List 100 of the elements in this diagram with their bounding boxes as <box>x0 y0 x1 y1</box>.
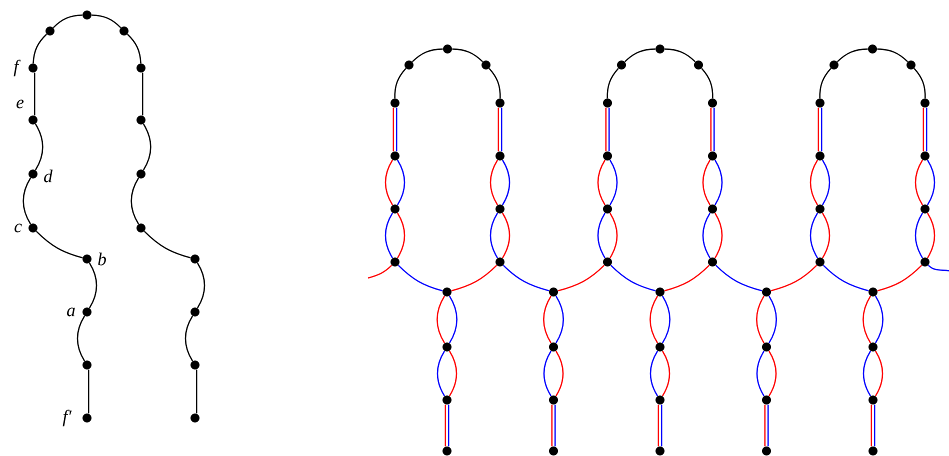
dot <box>816 258 824 266</box>
dot <box>190 308 200 316</box>
curve <box>624 48 656 62</box>
curve <box>451 264 498 292</box>
curve <box>597 212 606 258</box>
dot <box>708 258 717 266</box>
dot <box>920 258 930 266</box>
curve <box>818 108 820 152</box>
point-label: c <box>14 224 22 232</box>
curve <box>144 230 191 258</box>
dot <box>868 396 878 404</box>
curve <box>34 72 36 116</box>
dot <box>920 204 930 214</box>
curve <box>770 264 818 292</box>
point-label: d <box>44 170 53 182</box>
dot <box>190 360 200 370</box>
dot <box>830 60 838 70</box>
curve <box>488 68 501 98</box>
curve <box>768 296 777 344</box>
dot <box>496 258 504 266</box>
curve <box>877 48 908 62</box>
curve <box>384 212 394 258</box>
point-label: e <box>16 100 24 108</box>
curve <box>396 108 398 152</box>
curve <box>713 108 715 152</box>
dot <box>868 44 877 54</box>
curve <box>502 160 510 206</box>
curve <box>448 296 458 344</box>
curve <box>22 178 32 224</box>
curve <box>664 264 710 292</box>
curve <box>52 14 82 28</box>
curve <box>756 350 765 396</box>
curve <box>498 108 500 152</box>
curve <box>767 404 769 446</box>
dot <box>762 342 771 352</box>
dot <box>708 152 717 160</box>
curve <box>76 316 86 362</box>
curve <box>597 160 606 206</box>
dot <box>603 98 612 108</box>
curve <box>874 296 884 344</box>
dot <box>496 152 504 160</box>
curve <box>609 160 618 206</box>
curve <box>92 14 122 28</box>
curve <box>810 160 818 206</box>
dot <box>496 204 504 214</box>
dot <box>920 152 930 160</box>
dot <box>482 60 490 70</box>
curve <box>384 160 394 206</box>
curve <box>664 48 696 62</box>
dot <box>442 396 452 404</box>
curve <box>836 48 868 62</box>
dot <box>868 446 878 456</box>
curve <box>764 404 766 446</box>
dot <box>136 64 146 72</box>
curve <box>142 72 144 116</box>
curve <box>551 404 553 446</box>
dot <box>603 152 612 160</box>
curve <box>412 48 443 62</box>
curve <box>870 404 872 446</box>
dot <box>920 98 930 108</box>
curve <box>558 264 605 292</box>
curve <box>500 108 502 152</box>
dot <box>603 204 612 214</box>
curve <box>822 264 869 292</box>
curve <box>874 404 876 446</box>
curve <box>768 350 777 396</box>
curve <box>702 160 711 206</box>
dot <box>906 60 916 70</box>
curve <box>928 264 949 272</box>
curve <box>444 404 446 446</box>
dot <box>443 44 452 54</box>
curve <box>392 108 394 152</box>
dot <box>708 204 717 214</box>
curve <box>196 370 198 414</box>
dot <box>390 98 400 108</box>
curve <box>490 160 498 206</box>
dot <box>390 204 400 214</box>
dot <box>617 60 626 70</box>
curve <box>820 108 822 152</box>
dot <box>816 204 824 214</box>
dot <box>694 60 703 70</box>
curve <box>605 108 607 152</box>
curve <box>398 264 443 292</box>
curve <box>142 124 152 170</box>
curve <box>396 160 406 206</box>
curve <box>396 212 406 258</box>
curve <box>34 124 44 170</box>
curve <box>914 212 924 258</box>
point-label: f <box>14 60 21 76</box>
curve <box>874 350 884 396</box>
curve <box>862 296 872 344</box>
dot <box>442 288 452 296</box>
curve <box>32 34 48 64</box>
curve <box>448 350 458 396</box>
dot <box>190 414 200 422</box>
curve <box>662 350 670 396</box>
curve <box>88 262 98 308</box>
dot <box>496 98 504 108</box>
curve <box>368 264 392 279</box>
curve <box>436 350 446 396</box>
